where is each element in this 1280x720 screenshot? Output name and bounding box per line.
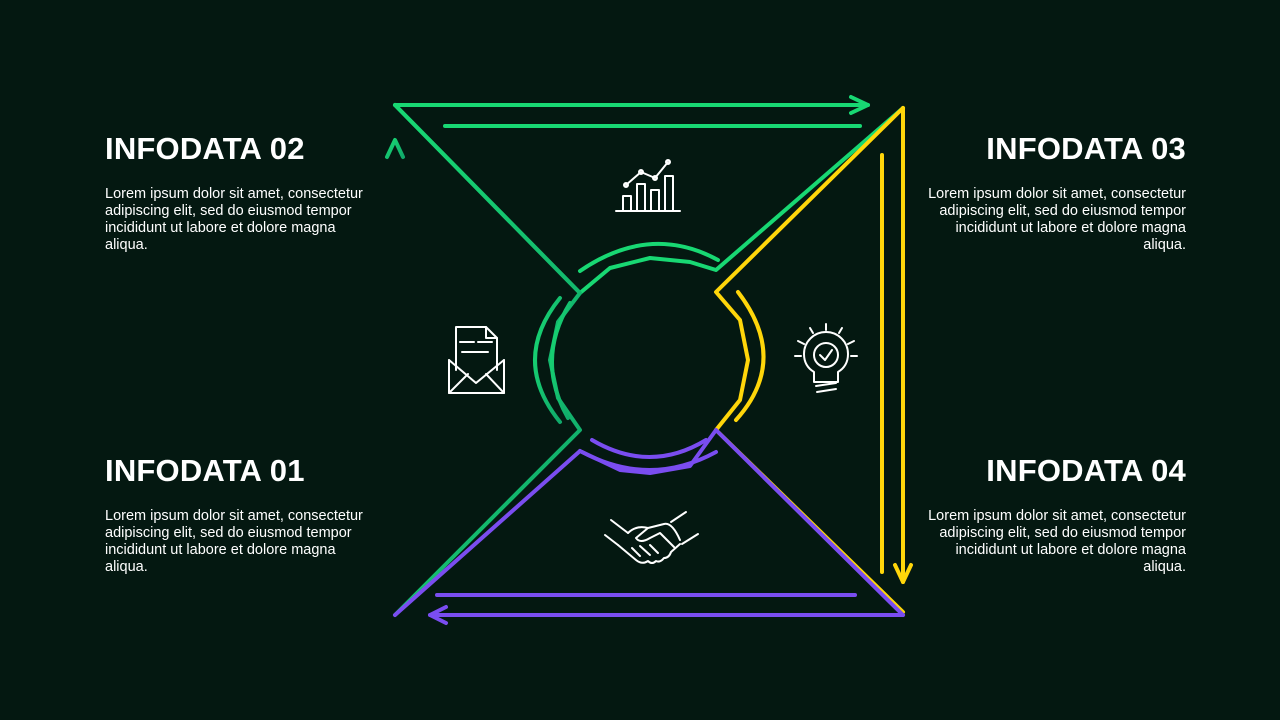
infodata-04-text: Lorem ipsum dolor sit amet, consectetur … [928, 508, 1186, 575]
left-arc [533, 296, 562, 424]
infodata-02-title: INFODATA 02 [105, 131, 305, 166]
bottom-outer-line-2 [578, 428, 905, 617]
infodata-03-block: INFODATA 03 Lorem ipsum dolor sit amet, … [926, 133, 1186, 254]
infodata-01-block: INFODATA 01 Lorem ipsum dolor sit amet, … [105, 455, 365, 576]
bar-chart-growth-icon [615, 159, 681, 212]
infodata-01-text: Lorem ipsum dolor sit amet, consectetur … [105, 508, 363, 575]
infodata-02-text: Lorem ipsum dolor sit amet, consectetur … [105, 186, 363, 253]
bottom-arc [590, 438, 708, 459]
top-outer-line [393, 103, 905, 295]
left-arrow-head [385, 138, 405, 159]
mail-envelope-icon [448, 326, 505, 394]
infodata-04-title: INFODATA 04 [986, 453, 1186, 488]
infodata-04-block: INFODATA 04 Lorem ipsum dolor sit amet, … [926, 455, 1186, 576]
right-arc [734, 290, 766, 422]
infodata-03-text: Lorem ipsum dolor sit amet, consectetur … [928, 186, 1186, 253]
top-arrow-head [849, 95, 870, 115]
right-outer-line [714, 106, 905, 614]
left-arc-inner [550, 301, 572, 420]
handshake-icon [604, 511, 699, 564]
infodata-03-title: INFODATA 03 [986, 131, 1186, 166]
top-arc [578, 241, 720, 273]
top-segment [393, 95, 905, 295]
left-segment [385, 103, 582, 617]
infodata-01-title: INFODATA 01 [105, 453, 305, 488]
bottom-arrow-head [428, 605, 448, 625]
right-arrow-head [893, 563, 913, 584]
bottom-arc-outer [580, 450, 718, 472]
bottom-outer-line [393, 449, 582, 617]
infodata-02-block: INFODATA 02 Lorem ipsum dolor sit amet, … [105, 133, 365, 254]
bottom-segment [393, 428, 905, 625]
lightbulb-check-icon [794, 323, 858, 393]
